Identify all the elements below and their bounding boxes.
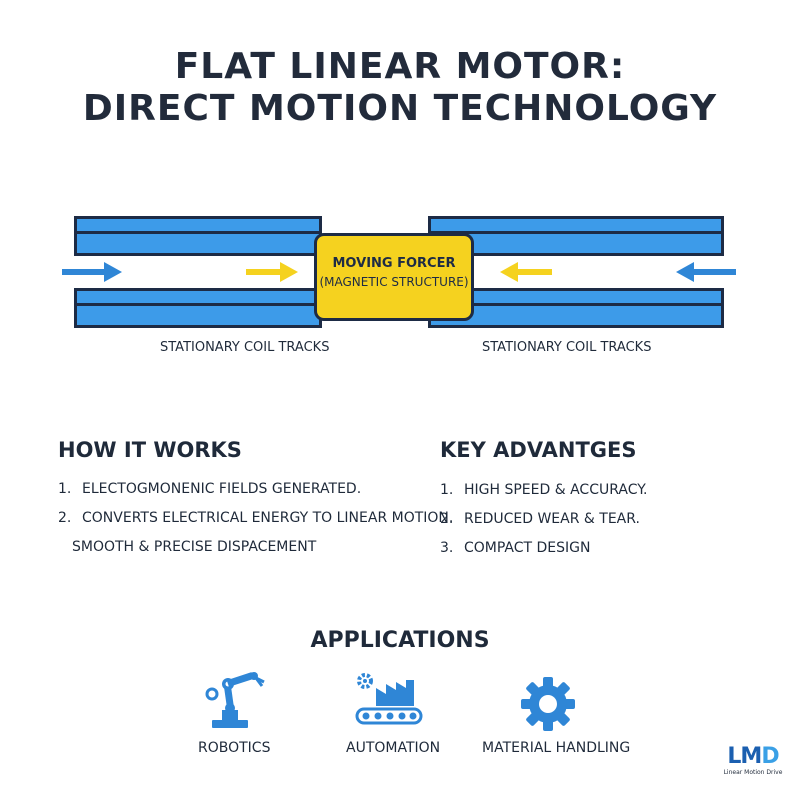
forcer-subtitle: (MAGNETIC STRUCTURE) bbox=[319, 275, 469, 289]
logo-mark: LMD bbox=[727, 744, 779, 769]
app-label-automation: AUTOMATION bbox=[346, 740, 441, 756]
advantage-item: 2.REDUCED WEAR & TEAR. bbox=[440, 511, 640, 527]
yellow-arrow-right-icon bbox=[246, 262, 298, 282]
title-line-1: FLAT LINEAR MOTOR: bbox=[174, 46, 626, 87]
app-label-robotics: ROBOTICS bbox=[198, 740, 271, 756]
forcer-title: MOVING FORCER bbox=[332, 256, 456, 271]
advantage-item: 1.HIGH SPEED & ACCURACY. bbox=[440, 482, 648, 498]
advantage-item: 3.COMPACT DESIGN bbox=[440, 540, 591, 556]
right-track-label: STATIONARY COIL TRACKS bbox=[482, 340, 652, 355]
page-title: FLAT LINEAR MOTOR: DIRECT MOTION TECHNOL… bbox=[0, 46, 800, 130]
left-track-label: STATIONARY COIL TRACKS bbox=[160, 340, 330, 355]
conveyor-icon bbox=[355, 673, 423, 725]
how-it-works-item: 2.CONVERTS ELECTRICAL ENERGY TO LINEAR M… bbox=[58, 510, 454, 526]
gear-icon bbox=[521, 677, 575, 731]
logo-subtitle: Linear Motion Drive bbox=[723, 769, 783, 776]
key-advantages-heading: KEY ADVANTGES bbox=[440, 438, 637, 462]
applications-heading: APPLICATIONS bbox=[310, 628, 490, 653]
how-it-works-heading: HOW IT WORKS bbox=[58, 438, 242, 462]
brand-logo: LMD Linear Motion Drive bbox=[718, 744, 788, 777]
blue-arrow-right-icon bbox=[62, 262, 122, 282]
right-upper-coil-track bbox=[428, 216, 724, 256]
left-lower-coil-track bbox=[74, 288, 322, 328]
yellow-arrow-left-icon bbox=[500, 262, 552, 282]
app-label-material-handling: MATERIAL HANDLING bbox=[482, 740, 631, 756]
right-lower-coil-track bbox=[428, 288, 724, 328]
how-it-works-item: SMOOTH & PRECISE DISPACEMENT bbox=[72, 539, 317, 555]
how-it-works-item: 1.ELECTOGMONENIC FIELDS GENERATED. bbox=[58, 481, 362, 497]
moving-forcer-block: MOVING FORCER (MAGNETIC STRUCTURE) bbox=[314, 233, 474, 321]
robot-arm-icon bbox=[205, 672, 265, 728]
blue-arrow-left-icon bbox=[676, 262, 736, 282]
title-line-2: DIRECT MOTION TECHNOLOGY bbox=[82, 88, 718, 129]
left-upper-coil-track bbox=[74, 216, 322, 256]
